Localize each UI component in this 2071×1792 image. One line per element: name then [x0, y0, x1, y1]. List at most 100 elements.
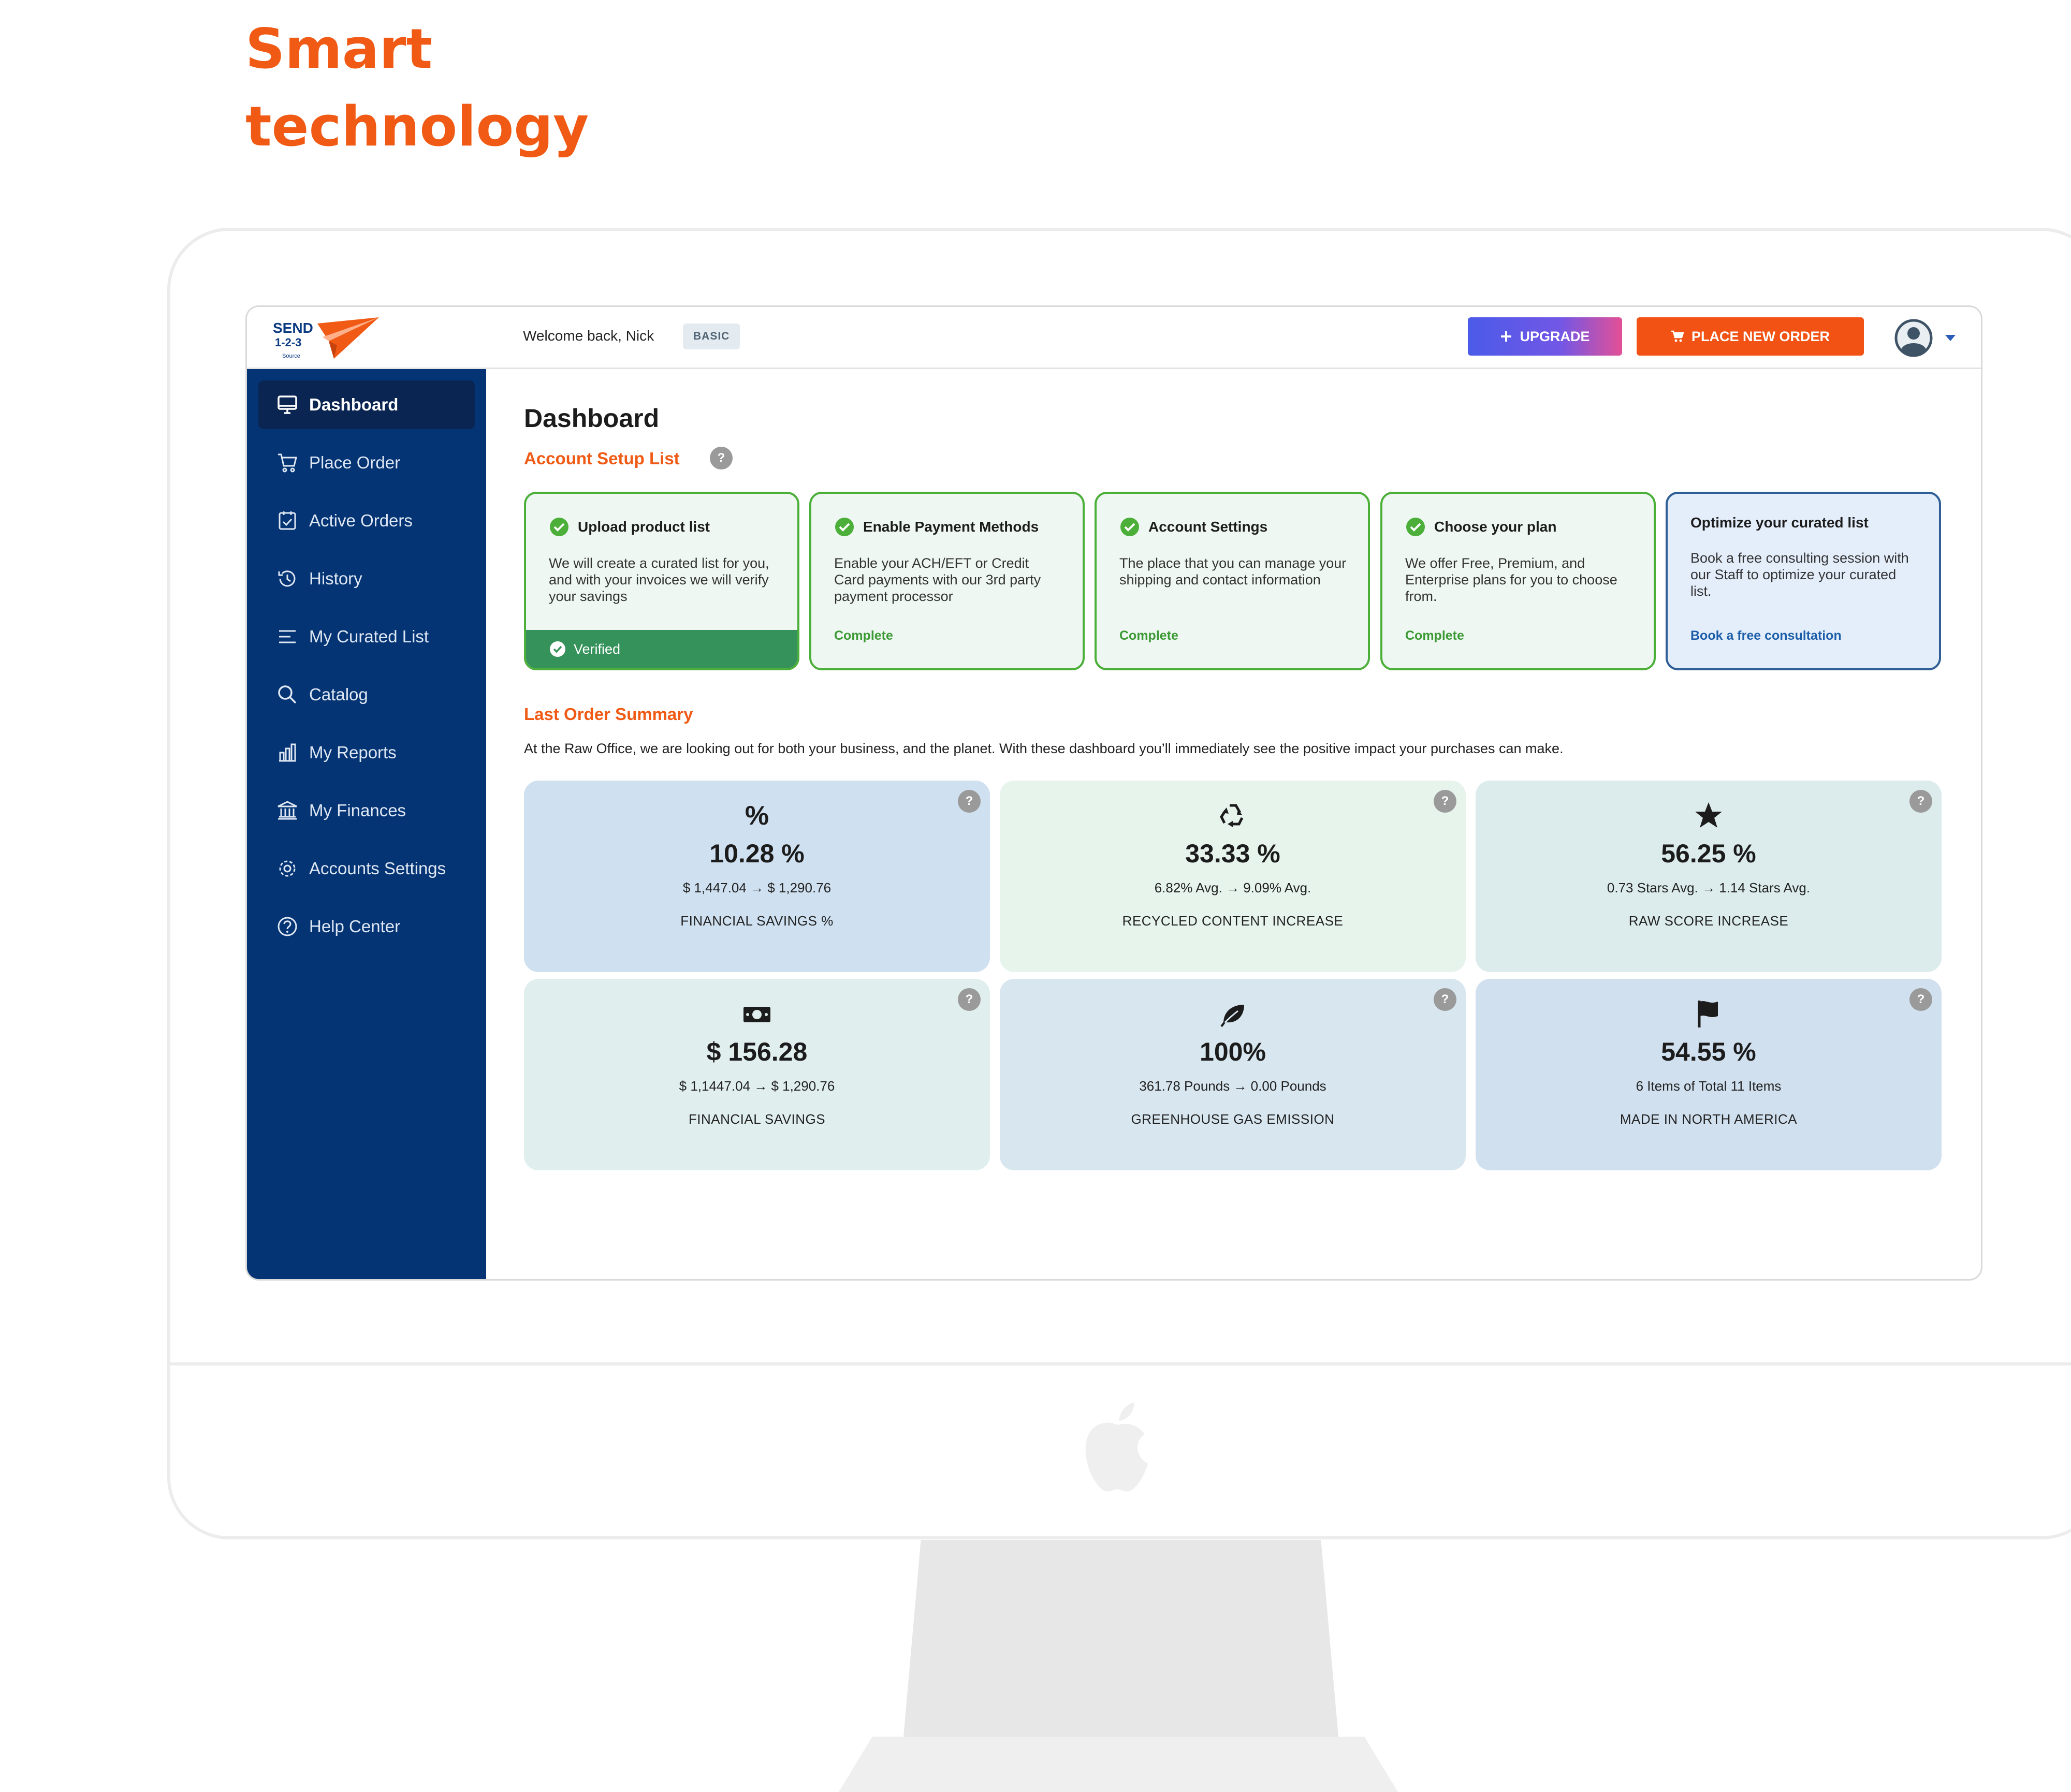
setup-card-body: Enable your ACH/EFT or Credit Card payme… — [834, 555, 1041, 604]
search-icon — [278, 685, 297, 704]
sidebar-item-label: My Curated List — [309, 627, 429, 646]
sidebar-item-my-curated-list[interactable]: My Curated List — [258, 612, 475, 661]
sidebar-item-catalog[interactable]: Catalog — [258, 670, 475, 719]
check-circle-icon — [835, 518, 854, 536]
sidebar-item-label: Place Order — [309, 453, 401, 472]
metric-card-raw-score: 56.25 % 0.73 Stars Avg. → 1.14 Stars Avg… — [1476, 781, 1942, 972]
metric-detail: 6 Items of Total 11 Items — [1636, 1078, 1782, 1094]
sidebar-item-my-reports[interactable]: My Reports — [258, 728, 475, 777]
setup-card-body: We will create a curated list for you, a… — [549, 555, 769, 604]
setup-card-choose-your-plan[interactable]: Choose your plan We offer Free, Premium,… — [1380, 492, 1656, 670]
setup-card-upload-product-list[interactable]: Upload product list We will create a cur… — [524, 492, 799, 670]
clipboard-check-icon — [279, 511, 296, 530]
headline-line-2: technology — [245, 95, 589, 158]
place-new-order-button[interactable]: PLACE NEW ORDER — [1637, 317, 1864, 356]
star-icon — [1695, 802, 1722, 828]
check-circle-icon — [1406, 518, 1425, 536]
complete-status: Complete — [834, 628, 893, 643]
metric-label: FINANCIAL SAVINGS % — [680, 913, 834, 929]
cart-icon — [1671, 330, 1684, 342]
sidebar-item-label: My Reports — [309, 743, 397, 762]
help-icon[interactable]: ? — [1909, 790, 1932, 813]
setup-card-body: The place that you can manage your shipp… — [1119, 555, 1347, 587]
verified-badge-icon — [550, 641, 565, 657]
verified-label: Verified — [574, 641, 621, 657]
sidebar: Dashboard Place Order Active Orders Hist… — [247, 369, 486, 1279]
setup-card-title: Upload product list — [578, 519, 710, 535]
help-icon[interactable]: ? — [1434, 988, 1456, 1011]
history-icon — [278, 570, 296, 587]
app-window: SEND 1-2-3 Source Welcome back, Nick BAS… — [245, 305, 1982, 1281]
sidebar-item-label: Catalog — [309, 685, 368, 704]
monitor-stand — [903, 1540, 1338, 1737]
upgrade-button[interactable]: UPGRADE — [1468, 317, 1622, 356]
metric-value: 56.25 % — [1661, 839, 1756, 868]
user-avatar-icon[interactable] — [1894, 318, 1933, 358]
monitor-chin-divider — [169, 1362, 2071, 1365]
metric-card-recycled-content: 33.33 % 6.82% Avg. → 9.09% Avg. RECYCLED… — [1000, 781, 1466, 972]
setup-card-enable-payment-methods[interactable]: Enable Payment Methods Enable your ACH/E… — [809, 492, 1085, 670]
sidebar-item-place-order[interactable]: Place Order — [258, 438, 475, 487]
metric-detail: 6.82% Avg. → 9.09% Avg. — [1154, 880, 1311, 895]
help-icon[interactable]: ? — [1434, 790, 1456, 813]
help-icon[interactable]: ? — [710, 447, 733, 469]
metric-card-financial-savings: $ 156.28 $ 1,1447.04 → $ 1,290.76 FINANC… — [524, 979, 990, 1170]
verified-status: Verified — [526, 630, 797, 668]
check-circle-icon — [1120, 518, 1139, 536]
metric-value: $ 156.28 — [706, 1037, 808, 1066]
cart-icon — [278, 453, 297, 473]
help-circle-icon — [278, 917, 297, 936]
setup-card-title: Optimize your curated list — [1690, 515, 1869, 531]
sidebar-item-my-finances[interactable]: My Finances — [258, 786, 475, 835]
complete-status: Complete — [1405, 628, 1464, 643]
help-icon[interactable]: ? — [1909, 988, 1932, 1011]
place-new-order-label: PLACE NEW ORDER — [1691, 328, 1830, 344]
setup-card-optimize-curated-list[interactable]: Optimize your curated list Book a free c… — [1666, 492, 1941, 670]
money-icon — [743, 1007, 770, 1022]
setup-card-body: We offer Free, Premium, and Enterprise p… — [1405, 555, 1617, 604]
percent-icon: % — [745, 801, 769, 831]
setup-card-title: Account Settings — [1148, 519, 1268, 535]
help-icon[interactable]: ? — [958, 790, 981, 813]
setup-card-title: Choose your plan — [1434, 519, 1557, 535]
monitor-stand-base — [839, 1737, 1398, 1792]
metric-label: GREENHOUSE GAS EMISSION — [1131, 1111, 1335, 1127]
setup-card-account-settings[interactable]: Account Settings The place that you can … — [1095, 492, 1370, 670]
bank-icon — [278, 801, 297, 820]
bar-chart-icon — [279, 743, 296, 762]
metric-value: 33.33 % — [1185, 839, 1280, 868]
leaf-icon — [1220, 1005, 1244, 1027]
main-content: Dashboard Account Setup List ? Upload pr… — [486, 369, 1981, 1279]
sidebar-item-label: Dashboard — [309, 395, 399, 414]
metric-card-financial-savings-percent: % 10.28 % $ 1,447.04 → $ 1,290.76 FINANC… — [524, 781, 990, 972]
metric-label: RAW SCORE INCREASE — [1628, 913, 1789, 929]
sidebar-item-label: History — [309, 569, 362, 588]
monitor-icon — [278, 395, 297, 414]
check-circle-icon — [550, 518, 568, 536]
metric-detail: $ 1,1447.04 → $ 1,290.76 — [679, 1078, 835, 1094]
sidebar-item-label: My Finances — [309, 801, 406, 820]
account-setup-title: Account Setup List — [524, 449, 680, 468]
metric-label: FINANCIAL SAVINGS — [688, 1111, 826, 1127]
plan-badge: BASIC — [683, 324, 740, 349]
headline-line-1: Smart — [245, 17, 433, 81]
sidebar-item-history[interactable]: History — [258, 554, 475, 603]
metric-detail: 0.73 Stars Avg. → 1.14 Stars Avg. — [1607, 880, 1811, 895]
page-title: Dashboard — [524, 404, 660, 433]
metric-card-greenhouse-gas: 100% 361.78 Pounds → 0.00 Pounds GREENHO… — [1000, 979, 1466, 1170]
sidebar-item-accounts-settings[interactable]: Accounts Settings — [258, 844, 475, 893]
sidebar-item-label: Active Orders — [309, 511, 413, 530]
sidebar-item-dashboard[interactable]: Dashboard — [258, 380, 475, 429]
book-consultation-link[interactable]: Book a free consultation — [1690, 628, 1842, 643]
help-icon[interactable]: ? — [958, 988, 981, 1011]
send-123-logo: SEND 1-2-3 Source — [273, 317, 379, 359]
sidebar-item-label: Accounts Settings — [309, 859, 446, 878]
sidebar-item-help-center[interactable]: Help Center — [258, 902, 475, 951]
setup-card-body: Book a free consulting session with our … — [1690, 550, 1909, 599]
gear-icon — [279, 860, 296, 877]
sidebar-item-active-orders[interactable]: Active Orders — [258, 496, 475, 545]
metric-value: 100% — [1200, 1037, 1266, 1066]
chevron-down-icon[interactable] — [1944, 334, 1957, 342]
logo-numbers: 1-2-3 — [275, 336, 301, 349]
metric-detail: 361.78 Pounds → 0.00 Pounds — [1139, 1078, 1326, 1094]
